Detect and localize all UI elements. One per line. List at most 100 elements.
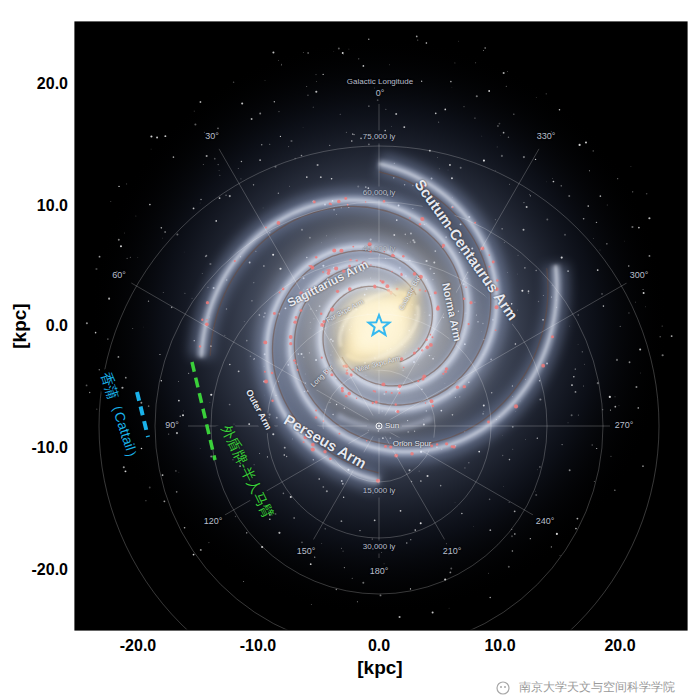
star-dot xyxy=(95,268,97,270)
star-dot xyxy=(450,567,452,569)
star-dot xyxy=(451,86,453,88)
star-dot xyxy=(178,400,180,402)
hii-region xyxy=(381,382,385,386)
star-dot xyxy=(662,354,664,356)
hii-region xyxy=(330,203,332,205)
star-dot xyxy=(391,125,393,127)
star-dot xyxy=(454,502,456,504)
star-dot xyxy=(117,356,119,358)
star-dot xyxy=(175,470,176,471)
star-dot xyxy=(617,178,618,179)
star-dot xyxy=(326,235,327,236)
star-dot xyxy=(463,106,465,108)
star-dot xyxy=(130,257,131,258)
star-dot xyxy=(312,106,314,108)
star-dot xyxy=(253,184,254,185)
arm-name: Norma Arm xyxy=(440,282,464,343)
star-dot xyxy=(246,340,248,342)
star-dot xyxy=(642,465,644,467)
star-dot xyxy=(620,326,621,327)
star-dot xyxy=(481,135,483,137)
star-dot xyxy=(381,552,383,554)
star-dot xyxy=(96,409,97,410)
star-dot xyxy=(233,423,235,425)
hii-region xyxy=(289,342,292,345)
star-dot xyxy=(372,538,373,539)
hii-region xyxy=(375,401,378,404)
star-dot xyxy=(514,510,516,512)
star-dot xyxy=(336,404,337,405)
star-dot xyxy=(218,164,219,165)
star-dot xyxy=(561,444,562,445)
hii-region xyxy=(329,203,331,205)
star-dot xyxy=(484,47,486,49)
star-dot xyxy=(180,416,181,417)
star-dot xyxy=(261,144,263,146)
star-dot xyxy=(440,485,442,487)
star-dot xyxy=(148,300,149,301)
longitude-line xyxy=(379,438,380,558)
longitude-label: 150° xyxy=(297,547,316,557)
star-dot xyxy=(528,194,530,196)
hii-region xyxy=(199,345,201,347)
star-dot xyxy=(279,268,281,270)
star-dot xyxy=(251,300,252,301)
longitude-line xyxy=(188,426,367,427)
star-dot xyxy=(338,326,340,328)
star-dot xyxy=(278,111,279,112)
arm-name: Scutum-Centaurus Arm xyxy=(411,177,521,324)
star-dot xyxy=(591,444,593,446)
star-dot xyxy=(503,132,505,134)
star-dot xyxy=(262,207,264,209)
hii-region xyxy=(380,280,382,282)
star-dot xyxy=(269,519,271,521)
star-dot xyxy=(86,322,88,324)
star-dot xyxy=(264,80,266,82)
galactic-centre-star xyxy=(369,315,390,335)
hii-region xyxy=(514,404,518,408)
star-dot xyxy=(512,448,514,450)
star-dot xyxy=(203,131,205,133)
star-dot xyxy=(523,202,524,203)
hii-region xyxy=(373,285,376,288)
hii-region xyxy=(352,246,354,248)
star-dot xyxy=(418,470,420,472)
star-dot xyxy=(160,227,162,229)
hii-region xyxy=(395,403,397,405)
star-dot xyxy=(263,265,264,266)
tick-label: 0.0 xyxy=(368,637,390,655)
star-dot xyxy=(578,314,579,315)
star-dot xyxy=(642,289,644,291)
star-dot xyxy=(407,243,409,245)
longitude-label: 270° xyxy=(615,421,634,431)
star-dot xyxy=(508,136,510,138)
star-dot xyxy=(552,178,554,180)
star-dot xyxy=(149,204,151,206)
star-dot xyxy=(342,551,343,552)
star-dot xyxy=(161,380,162,381)
star-dot xyxy=(629,361,631,363)
star-dot xyxy=(503,485,505,487)
galaxy-detail xyxy=(99,104,659,630)
star-dot xyxy=(243,321,245,323)
star-dot xyxy=(483,411,484,412)
star-dot xyxy=(224,334,226,336)
star-dot xyxy=(280,136,281,137)
star-dot xyxy=(476,95,478,97)
star-dot xyxy=(451,177,453,179)
hii-region xyxy=(370,264,372,266)
star-dot xyxy=(249,423,251,425)
hii-region xyxy=(488,254,490,256)
star-dot xyxy=(435,113,437,115)
star-dot xyxy=(137,257,139,259)
star-dot xyxy=(290,140,292,142)
galaxy-illustration xyxy=(86,36,673,618)
star-dot xyxy=(357,186,359,188)
star-dot xyxy=(535,270,537,272)
hii-region xyxy=(425,338,427,340)
star-dot xyxy=(508,566,510,568)
star-dot xyxy=(342,52,344,54)
star-dot xyxy=(278,193,279,194)
hii-region xyxy=(311,266,315,270)
